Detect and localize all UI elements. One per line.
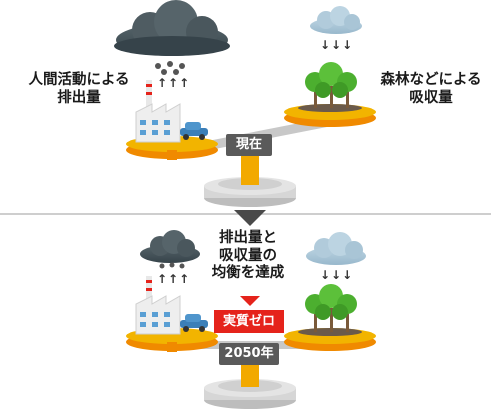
bottom-forest-icon [305, 284, 357, 332]
period-tag-2050: 2050年 [219, 343, 279, 365]
top-car-icon [180, 122, 208, 140]
balance-text: 排出量と 吸収量の 均衡を達成 [211, 230, 285, 282]
top-forest-icon [305, 62, 357, 108]
top-light-cloud-icon [310, 6, 362, 34]
red-down-arrow-icon [240, 296, 260, 306]
bottom-light-cloud-icon [306, 232, 366, 265]
bottom-up-arrows: ↑↑↑ [157, 272, 191, 286]
top-factory-icon [135, 80, 181, 143]
bottom-dark-cloud-icon [140, 230, 200, 269]
absorption-label: 森林などによる 吸収量 [380, 72, 482, 106]
top-dark-cloud-icon [114, 0, 230, 75]
bottom-car-icon [180, 314, 208, 332]
bottom-factory-icon [135, 276, 181, 335]
net-zero-tag: 実質ゼロ [214, 310, 284, 333]
transition-arrow-icon [234, 210, 266, 226]
top-down-arrows: ↓↓↓ [320, 38, 354, 52]
emission-label: 人間活動による 排出量 [28, 72, 130, 106]
period-tag-current: 現在 [226, 134, 272, 156]
bottom-down-arrows: ↓↓↓ [320, 268, 354, 282]
top-up-arrows: ↑↑↑ [157, 76, 191, 90]
